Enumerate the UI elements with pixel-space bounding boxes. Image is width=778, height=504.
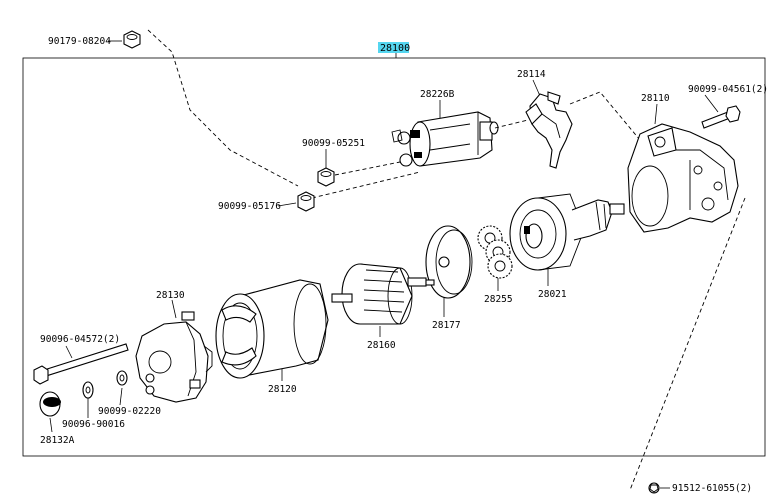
- label-90179-08204[interactable]: 90179-08204: [48, 36, 111, 47]
- gear-icon: [477, 225, 513, 279]
- label-90096-90016[interactable]: 90096-90016: [62, 419, 125, 430]
- assembly-frame: [22, 57, 766, 457]
- label-28132a[interactable]: 28132A: [40, 435, 75, 446]
- label-90099-02220[interactable]: 90099-02220: [98, 406, 161, 417]
- washer-icon: [116, 370, 128, 386]
- label-28160[interactable]: 28160: [367, 340, 396, 351]
- label-28120[interactable]: 28120: [268, 384, 297, 395]
- bolt-icon: [648, 482, 660, 494]
- label-90099-04561[interactable]: 90099-04561(2): [688, 84, 768, 95]
- label-90099-05251[interactable]: 90099-05251: [302, 138, 365, 149]
- cap-icon: [39, 391, 61, 417]
- armature-icon: [331, 263, 435, 325]
- nut-icon: [317, 167, 335, 187]
- label-90096-04572[interactable]: 90096-04572(2): [40, 334, 120, 345]
- clutch-icon: [509, 193, 625, 271]
- housing-icon: [627, 123, 739, 233]
- nut-icon: [297, 191, 315, 212]
- label-28177[interactable]: 28177: [432, 320, 461, 331]
- label-28255[interactable]: 28255: [484, 294, 513, 305]
- label-90099-05176[interactable]: 90099-05176: [218, 201, 281, 212]
- label-28114[interactable]: 28114: [517, 69, 546, 80]
- bolt-icon: [33, 343, 129, 385]
- nut-icon: [123, 30, 141, 49]
- solenoid-icon: [391, 111, 499, 167]
- assembly-number[interactable]: 28100: [380, 43, 410, 54]
- yoke-icon: [215, 279, 329, 379]
- label-91512-61055[interactable]: 91512-61055(2): [672, 483, 752, 494]
- washer-icon: [82, 381, 94, 399]
- label-28130[interactable]: 28130: [156, 290, 185, 301]
- plate-icon: [425, 225, 473, 299]
- lever-icon: [525, 91, 573, 169]
- label-28021[interactable]: 28021: [538, 289, 567, 300]
- label-28226b[interactable]: 28226B: [420, 89, 455, 100]
- end-frame-icon: [135, 311, 213, 403]
- bolt-icon: [701, 105, 741, 129]
- label-28110[interactable]: 28110: [641, 93, 670, 104]
- assembly-number-highlight: [378, 42, 409, 53]
